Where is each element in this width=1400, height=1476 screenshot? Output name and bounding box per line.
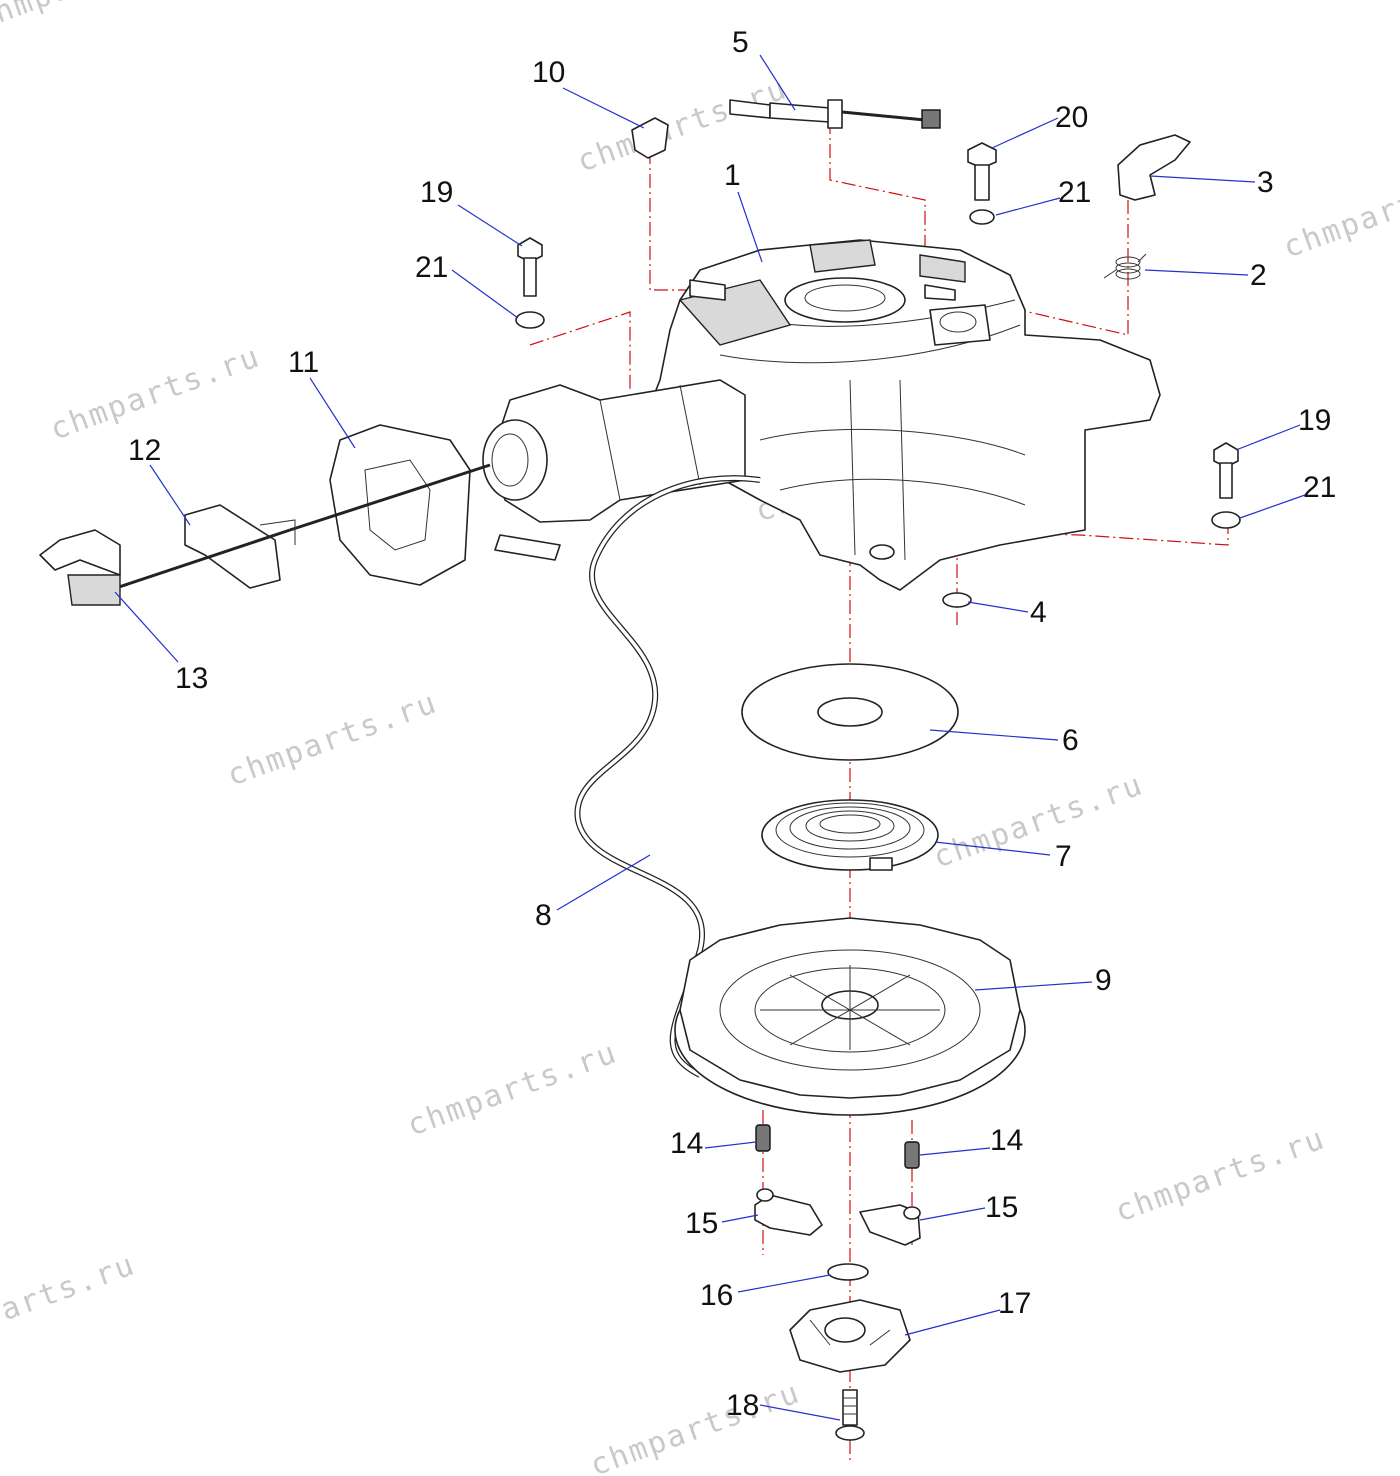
pawl-spring-right [904, 1141, 920, 1169]
rope-pulley [674, 917, 1026, 1116]
watermark: chmparts.ru [403, 1035, 622, 1143]
lever-spring [1103, 253, 1147, 280]
callout-2: 2 [1250, 259, 1267, 292]
watermark: chmparts.ru [46, 339, 265, 447]
starter-housing [482, 239, 1161, 591]
callout-13: 13 [175, 662, 208, 695]
callout-10: 10 [532, 56, 565, 89]
callout-20: 20 [1055, 101, 1088, 134]
callout-14-right: 14 [990, 1124, 1023, 1157]
bolt-19-left [517, 237, 543, 297]
callout-21-right: 21 [1303, 471, 1336, 504]
watermark: chmparts.ru [1279, 157, 1400, 265]
callout-18: 18 [726, 1389, 759, 1422]
washer-21-left [515, 311, 545, 329]
watermark: chmparts.ru [223, 685, 442, 793]
pawl-left [754, 1188, 823, 1236]
callout-7: 7 [1055, 840, 1072, 873]
pawl-spring-left [755, 1124, 771, 1152]
choke-cable [729, 99, 941, 129]
callout-8: 8 [535, 899, 552, 932]
snap-ring [827, 1263, 869, 1281]
recoil-spring [761, 799, 939, 871]
callout-15-left: 15 [685, 1207, 718, 1240]
callout-12: 12 [128, 434, 161, 467]
watermark: chmparts.ru [573, 71, 792, 179]
callout-3: 3 [1257, 166, 1274, 199]
leader-lines [114, 54, 1306, 1421]
callout-6: 6 [1062, 724, 1079, 757]
callout-11: 11 [288, 346, 319, 379]
callout-21-left: 21 [415, 251, 448, 284]
friction-plate [741, 663, 959, 761]
callout-9: 9 [1095, 964, 1112, 997]
pawl-right [859, 1204, 921, 1246]
callout-numbers: 1 2 3 4 5 6 7 8 9 10 11 12 13 14 14 15 1… [128, 26, 1336, 1422]
callout-19-left: 19 [420, 176, 453, 209]
callout-16: 16 [700, 1279, 733, 1312]
ratchet-plate [789, 1299, 911, 1373]
center-screw [835, 1389, 865, 1441]
watermark: chmparts.ru [929, 767, 1148, 875]
callout-4: 4 [1030, 596, 1047, 629]
retaining-clip-4 [942, 592, 972, 608]
callout-17: 17 [998, 1287, 1031, 1320]
watermark: chmparts.ru [586, 1375, 805, 1476]
washer-21-top [969, 209, 995, 225]
callout-1: 1 [724, 159, 741, 192]
bolt-20 [967, 142, 997, 201]
callout-19-right: 19 [1298, 404, 1331, 437]
cable-clip [631, 117, 669, 159]
washer-21-right [1211, 511, 1241, 529]
callout-14-left: 14 [670, 1127, 703, 1160]
callout-21-top: 21 [1058, 176, 1091, 209]
watermark: chmparts.ru [0, 1247, 140, 1355]
choke-lever [1117, 134, 1191, 201]
watermark: chmparts.ru [0, 0, 190, 38]
callout-15-right: 15 [985, 1191, 1018, 1224]
callout-5: 5 [732, 26, 749, 59]
handle-grip [289, 424, 491, 586]
pull-handle [39, 504, 296, 606]
watermark: chmparts.ru [1111, 1121, 1330, 1229]
bolt-19-right [1213, 442, 1239, 499]
